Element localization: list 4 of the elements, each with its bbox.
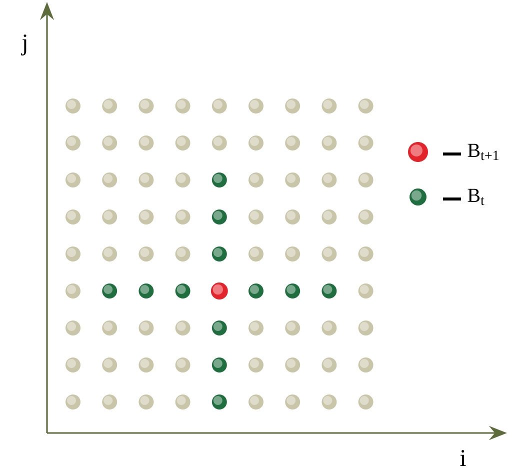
legend-label: B$_{t+1}$ xyxy=(468,144,498,160)
axis-label: i xyxy=(460,450,466,466)
legend-label: B$_{t}$ xyxy=(468,188,484,206)
axis-label: j xyxy=(20,34,26,56)
